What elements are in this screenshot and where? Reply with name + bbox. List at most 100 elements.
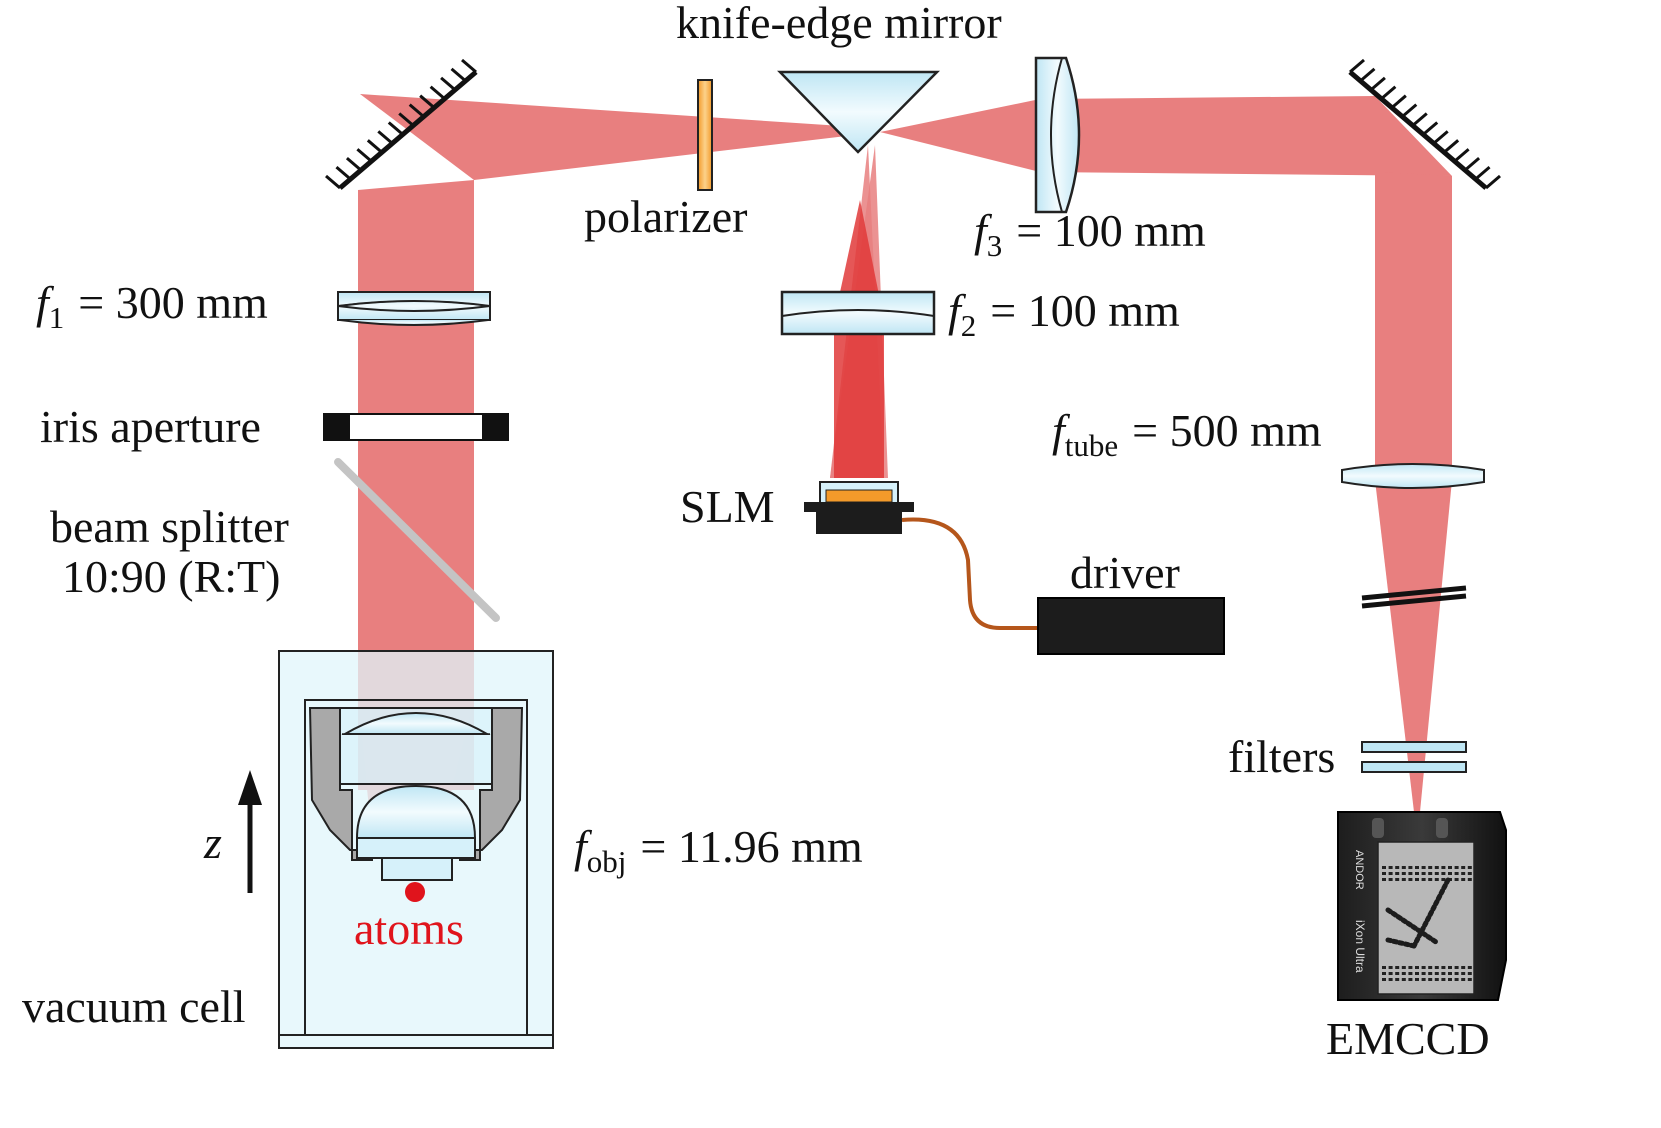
camera-vent-slot	[1408, 872, 1413, 875]
slm-label: SLM	[680, 481, 775, 532]
camera-vent-slot	[1448, 978, 1452, 981]
iris-aperture	[323, 413, 509, 441]
mirror-hatch	[1380, 85, 1397, 100]
emccd-camera: ANDOR iXon Ultra	[1337, 811, 1507, 1001]
camera-vent-slot	[1421, 878, 1426, 881]
camera-vent-slot	[1408, 866, 1413, 869]
camera-vent-slot	[1395, 872, 1400, 875]
objective-lens-top	[341, 712, 491, 735]
camera-vent-slot	[1395, 866, 1400, 869]
camera-vent-slot	[1415, 866, 1419, 869]
camera-vent-slot	[1461, 966, 1466, 969]
camera-vent-slot	[1467, 972, 1472, 975]
mirror-top-right	[1348, 58, 1501, 190]
f2-label: f2= 100 mm	[948, 285, 1180, 343]
mirror-hatch	[1432, 130, 1449, 145]
mirror-hatch	[398, 112, 415, 127]
mirror-hatch	[461, 58, 477, 74]
beam-splitter	[334, 458, 500, 622]
camera-vent-slot	[1461, 878, 1466, 881]
mirror-hatch	[1411, 112, 1428, 127]
beam-splitter-label-line1: beam splitter	[50, 501, 289, 552]
ftube-label: ftube= 500 mm	[1052, 405, 1322, 463]
camera-vent-slot	[1388, 872, 1393, 875]
camera-vent-slot	[1382, 966, 1386, 969]
camera-vent-slot	[1395, 878, 1400, 881]
camera-vent-slot	[1467, 978, 1472, 981]
camera-vent-slot	[1454, 972, 1459, 975]
camera-vent-slot	[1401, 866, 1406, 869]
mirror-hatch	[1369, 76, 1386, 91]
camera-vent-slot	[1401, 966, 1406, 969]
lens-ftube	[1341, 463, 1485, 489]
camera-model-text: iXon Ultra	[1353, 920, 1367, 973]
lens-f3	[1034, 56, 1081, 214]
mirror-hatch	[335, 165, 352, 181]
mirror-hatch	[356, 148, 373, 163]
camera-vent-slot	[1382, 878, 1386, 881]
camera-x-logo	[1385, 877, 1451, 949]
camera-vent-slot	[1415, 878, 1419, 881]
slm-device	[804, 481, 914, 534]
camera-vent-slot	[1428, 978, 1433, 981]
camera-vent-slot	[1428, 866, 1433, 869]
mirror-hatch	[1443, 139, 1460, 154]
camera-vent-slot	[1388, 972, 1393, 975]
camera-vent-slot	[1434, 866, 1439, 869]
vacuum-cell-label: vacuum cell	[22, 981, 246, 1032]
camera-vent-slot	[1415, 978, 1419, 981]
camera-vent-slot	[1461, 866, 1466, 869]
f1-label: f1= 300 mm	[36, 277, 268, 335]
beam-segment-top-far-right	[1040, 96, 1452, 176]
camera-vent-slot	[1408, 972, 1413, 975]
camera-vent-slot	[1441, 872, 1446, 875]
objective-lens-lower-housing	[356, 837, 476, 859]
objective-window	[381, 857, 453, 881]
camera-vent-slot	[1467, 866, 1472, 869]
camera-vent-slot	[1401, 872, 1406, 875]
fobj-label: fobj= 11.96 mm	[574, 821, 863, 879]
knife-edge-mirror-prism	[777, 70, 940, 154]
camera-vent-slot	[1421, 978, 1426, 981]
mirror-top-left	[325, 58, 478, 190]
camera-vent-slot	[1382, 872, 1386, 875]
camera-vent-slot	[1415, 966, 1419, 969]
camera-vent-slot	[1441, 866, 1446, 869]
camera-vent-slot	[1454, 872, 1459, 875]
objective-assembly	[308, 707, 524, 902]
mirror-hatch	[377, 130, 394, 145]
camera-vent-slot	[1421, 966, 1426, 969]
f3-label: f3= 100 mm	[974, 205, 1206, 263]
camera-vent-slot	[1461, 872, 1466, 875]
z-axis-label: z	[203, 817, 222, 868]
camera-vent-slot	[1441, 966, 1446, 969]
camera-vent-slot	[1441, 878, 1446, 881]
mirror-hatch	[1349, 58, 1365, 74]
beam-segment-top-left	[360, 94, 880, 180]
camera-vent-slot	[1388, 866, 1393, 869]
camera-vent-slot	[1388, 978, 1393, 981]
beam-segment-vertical-left	[358, 180, 474, 790]
camera-vent-top	[1382, 866, 1472, 881]
camera-brand-text: ANDOR	[1353, 850, 1365, 890]
mirror-hatch	[1422, 121, 1439, 136]
camera-vent-slot	[1382, 978, 1386, 981]
camera-vent-slot	[1434, 978, 1439, 981]
mirror-hatch	[440, 76, 457, 91]
polarizer-label: polarizer	[584, 191, 747, 242]
beam-segment-slm-core	[834, 200, 884, 478]
mirror-hatch	[1474, 165, 1491, 181]
camera-vent-slot	[1388, 966, 1393, 969]
camera-vent-slot	[1428, 972, 1433, 975]
camera-vent-slot	[1448, 966, 1452, 969]
mirror-hatch	[1359, 67, 1376, 83]
beam-splitter-label-line2: 10:90 (R:T)	[62, 551, 280, 602]
mirror-hatch	[1453, 148, 1470, 163]
mirror-hatch	[408, 103, 425, 118]
beam-segment-vertical-right	[1375, 172, 1452, 476]
mirror-hatch	[1485, 174, 1501, 190]
camera-vent-slot	[1401, 972, 1406, 975]
driver-cable	[901, 517, 1040, 630]
camera-vent-slot	[1454, 978, 1459, 981]
